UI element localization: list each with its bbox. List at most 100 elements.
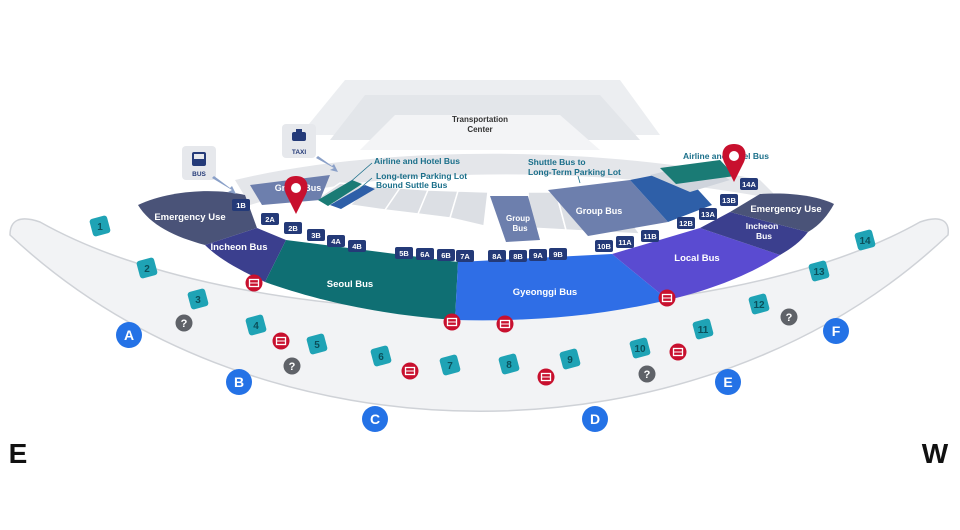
terminal-label-line2: Center (467, 125, 492, 134)
taxi-icon-label: TAXI (292, 149, 307, 156)
bus-stop-12b[interactable]: 12B (677, 217, 695, 229)
bus-stop-label: 4B (352, 242, 362, 251)
bus-stop-2a[interactable]: 2A (261, 213, 279, 225)
gate-number: 14 (859, 236, 871, 247)
emergency-use-left-zone (138, 191, 257, 245)
bus-icon-label: BUS (192, 171, 206, 178)
bus-stop-label: 6A (420, 250, 430, 259)
long-term-left-stripe (330, 185, 375, 209)
bus-stop-13b[interactable]: 13B (720, 194, 738, 206)
exit-d[interactable]: D (582, 406, 608, 432)
bus-stop-label: 9B (553, 250, 563, 259)
bus-stop-9a[interactable]: 9A (529, 249, 547, 261)
bus-stop-label: 13A (701, 210, 715, 219)
exit-letter: F (832, 323, 841, 339)
bus-stop-label: 2B (288, 224, 298, 233)
gate-number: 6 (378, 352, 384, 363)
bus-stop-10b[interactable]: 10B (595, 240, 613, 252)
gate-14[interactable]: 14 (854, 229, 876, 251)
group-bus-center-label2: Bus (512, 224, 528, 233)
bus-stop-1b[interactable]: 1B (232, 199, 250, 211)
airline-right-stripe (660, 160, 735, 184)
gate-number: 7 (447, 361, 453, 372)
ticket-booth-icon[interactable] (272, 332, 290, 350)
location-pin-right[interactable] (722, 144, 746, 182)
gate-11[interactable]: 11 (692, 318, 714, 340)
exit-c[interactable]: C (362, 406, 388, 432)
info-symbol: ? (181, 318, 188, 330)
bus-stop-6b[interactable]: 6B (437, 249, 455, 261)
gate-9[interactable]: 9 (559, 348, 581, 370)
bus-stop-label: 2A (265, 215, 275, 224)
ticket-booth-icon[interactable] (669, 343, 687, 361)
bus-stop-11a[interactable]: 11A (616, 236, 634, 248)
info-desk-icon[interactable]: ? (638, 365, 656, 383)
gate-12[interactable]: 12 (748, 293, 770, 315)
bus-stop-6a[interactable]: 6A (416, 248, 434, 260)
info-symbol: ? (644, 369, 651, 381)
gate-1[interactable]: 1 (89, 215, 111, 237)
exit-f[interactable]: F (823, 318, 849, 344)
gate-8[interactable]: 8 (498, 353, 520, 375)
info-symbol: ? (786, 312, 793, 324)
gate-4[interactable]: 4 (245, 314, 267, 336)
local-bus-zone (612, 228, 780, 300)
ticket-booth-icon[interactable] (401, 362, 419, 380)
gate-2[interactable]: 2 (136, 257, 158, 279)
compass-east: E (9, 438, 28, 469)
bus-stop-label: 10B (597, 242, 611, 251)
exit-e[interactable]: E (715, 369, 741, 395)
group-bus-right-label: Group Bus (576, 206, 623, 216)
bus-stop-9b[interactable]: 9B (549, 248, 567, 260)
gate-5[interactable]: 5 (306, 333, 328, 355)
bus-stop-3b[interactable]: 3B (307, 229, 325, 241)
gate-number: 10 (634, 344, 646, 355)
bus-stop-label: 9A (533, 251, 543, 260)
location-pin-left[interactable] (284, 176, 308, 214)
gate-number: 1 (97, 222, 103, 233)
bus-stop-4a[interactable]: 4A (327, 235, 345, 247)
gate-number: 4 (253, 321, 259, 332)
bus-stop-8b[interactable]: 8B (509, 250, 527, 262)
bus-stop-7a[interactable]: 7A (456, 250, 474, 262)
ticket-booth-icon[interactable] (245, 274, 263, 292)
bus-stop-label: 3B (311, 231, 321, 240)
ticket-layer (245, 274, 687, 386)
bus-stop-4b[interactable]: 4B (348, 240, 366, 252)
local-bus-label: Local Bus (674, 253, 719, 264)
ticket-booth-icon[interactable] (443, 313, 461, 331)
incheon-bus-right-label1: Incheon (746, 221, 779, 231)
bus-stop-11b[interactable]: 11B (641, 230, 659, 242)
bus-stop-5b[interactable]: 5B (395, 247, 413, 259)
inner-road (235, 153, 780, 205)
ticket-booth-icon[interactable] (537, 368, 555, 386)
exit-a[interactable]: A (116, 322, 142, 348)
ticket-booth-icon[interactable] (658, 289, 676, 307)
gate-3[interactable]: 3 (187, 288, 209, 310)
exit-b[interactable]: B (226, 369, 252, 395)
gate-number: 3 (195, 295, 201, 306)
incheon-bus-right-label2: Bus (756, 231, 772, 241)
bus-stop-2b[interactable]: 2B (284, 222, 302, 234)
gate-13[interactable]: 13 (808, 260, 830, 282)
bus-stop-label: 11B (643, 232, 657, 241)
info-desk-icon[interactable]: ? (175, 314, 193, 332)
bus-stop-14a[interactable]: 14A (740, 178, 758, 190)
info-desk-icon[interactable]: ? (780, 308, 798, 326)
callout-long-term-2: Bound Suttle Bus (376, 180, 448, 190)
gate-10[interactable]: 10 (629, 337, 651, 359)
gate-number: 9 (567, 355, 573, 366)
bus-stop-label: 8A (492, 252, 502, 261)
ticket-booth-icon[interactable] (496, 315, 514, 333)
gate-number: 11 (698, 325, 709, 336)
info-desk-icon[interactable]: ? (283, 357, 301, 375)
group-bus-right-zone (548, 180, 668, 236)
taxi-stand-icon: TAXI (282, 124, 338, 172)
info-layer: ???? (175, 308, 798, 383)
gate-6[interactable]: 6 (370, 345, 392, 367)
gate-7[interactable]: 7 (439, 354, 461, 376)
exits-layer: A B C D E F (116, 318, 849, 432)
bus-stop-13a[interactable]: 13A (699, 208, 717, 220)
bus-stop-8a[interactable]: 8A (488, 250, 506, 262)
